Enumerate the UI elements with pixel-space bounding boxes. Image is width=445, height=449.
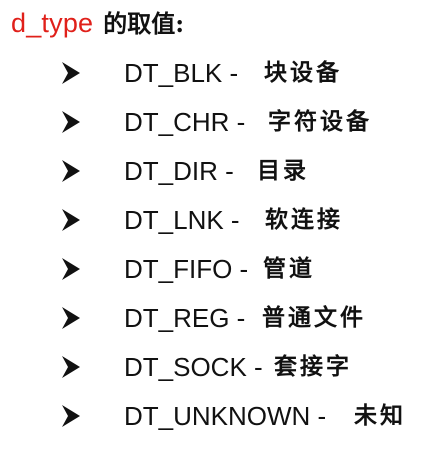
arrowhead-bullet-icon <box>60 60 82 86</box>
list-item: DT_CHR - 字符设备 <box>0 99 445 148</box>
list-item: DT_BLK - 块设备 <box>0 50 445 99</box>
list-item-term: DT_UNKNOWN - <box>124 401 327 431</box>
list-item-desc: 管道 <box>263 255 315 282</box>
arrowhead-bullet-icon <box>60 305 82 331</box>
list-item-desc: 普通文件 <box>262 304 366 331</box>
arrowhead-bullet-icon <box>60 158 82 184</box>
list-item: DT_REG - 普通文件 <box>0 295 445 344</box>
arrowhead-bullet-icon <box>60 354 82 380</box>
heading-suffix: 的取值: <box>103 9 185 38</box>
list-item-desc: 目录 <box>257 157 309 184</box>
list-item: DT_UNKNOWN - 未知 <box>0 393 445 442</box>
list-item: DT_FIFO - 管道 <box>0 246 445 295</box>
list-item-term: DT_REG - <box>124 303 246 333</box>
list-item-term: DT_BLK - <box>124 58 239 88</box>
d-type-list: DT_BLK - 块设备 DT_CHR - 字符设备 DT_DIR - 目录 D… <box>0 50 445 442</box>
arrowhead-bullet-icon <box>60 109 82 135</box>
list-item-desc: 未知 <box>354 402 406 429</box>
heading: d_type 的取值: <box>11 3 184 43</box>
list-item-term: DT_FIFO - <box>124 254 249 284</box>
heading-code: d_type <box>11 8 94 38</box>
list-item-term: DT_LNK - <box>124 205 240 235</box>
list-item-term: DT_DIR - <box>124 156 234 186</box>
list-item: DT_DIR - 目录 <box>0 148 445 197</box>
list-item-desc: 套接字 <box>274 353 352 380</box>
list-item-desc: 软连接 <box>265 206 343 233</box>
list-item-desc: 字符设备 <box>268 108 372 135</box>
arrowhead-bullet-icon <box>60 207 82 233</box>
list-item-term: DT_SOCK - <box>124 352 263 382</box>
arrowhead-bullet-icon <box>60 403 82 429</box>
list-item-desc: 块设备 <box>264 59 342 86</box>
arrowhead-bullet-icon <box>60 256 82 282</box>
list-item: DT_SOCK - 套接字 <box>0 344 445 393</box>
list-item: DT_LNK - 软连接 <box>0 197 445 246</box>
list-item-term: DT_CHR - <box>124 107 246 137</box>
